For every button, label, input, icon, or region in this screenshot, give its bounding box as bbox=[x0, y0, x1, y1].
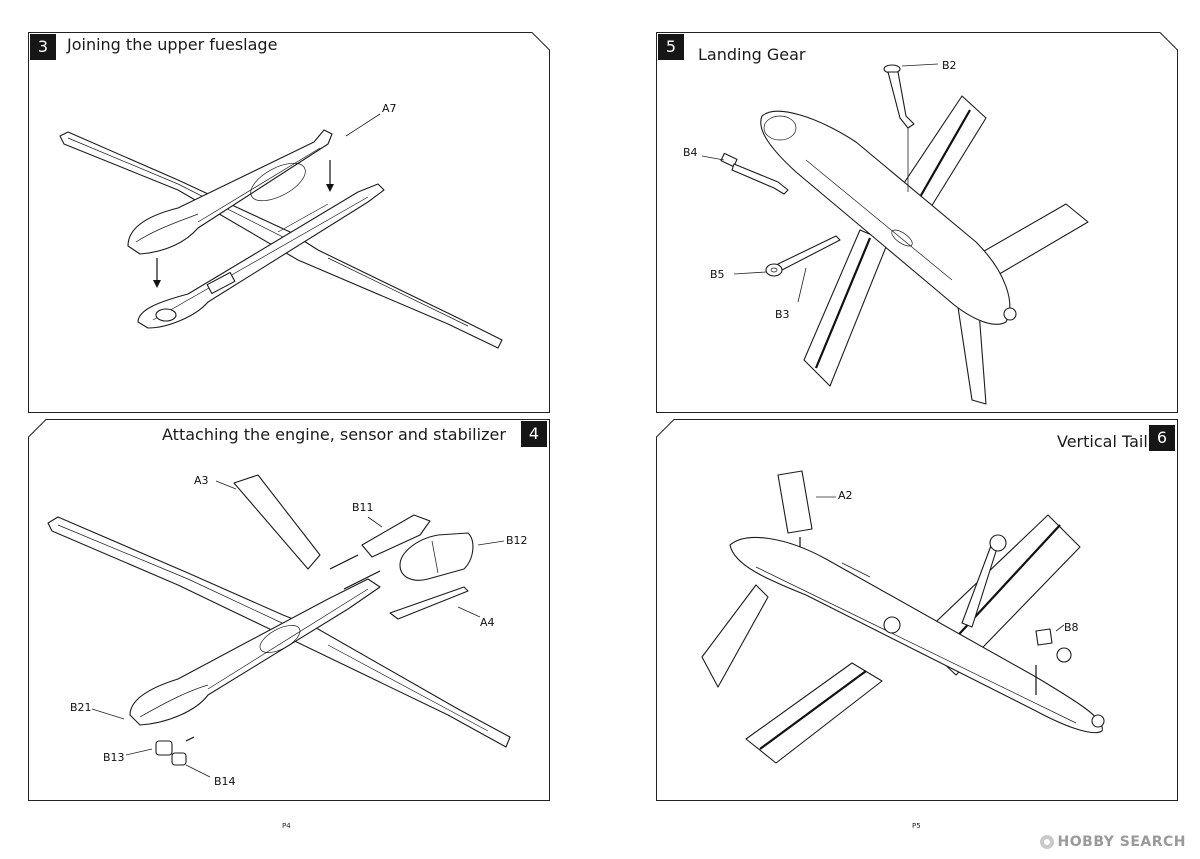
landing-gear-part-B3 bbox=[777, 235, 841, 271]
page-number-right: P5 bbox=[912, 822, 921, 830]
part-label-B5: B5 bbox=[710, 268, 725, 281]
aircraft-underside-assembly bbox=[701, 514, 1105, 764]
sensor-fin-part-A4 bbox=[389, 586, 469, 620]
assembly-arrows bbox=[153, 160, 334, 288]
step-4-title: Attaching the engine, sensor and stabili… bbox=[162, 425, 506, 444]
step-5-title: Landing Gear bbox=[698, 45, 806, 64]
step-6-title: Vertical Tail bbox=[1057, 432, 1148, 451]
step-5-number: 5 bbox=[658, 34, 684, 60]
step-3-drawing: A7 bbox=[59, 102, 503, 349]
step-5-drawing: B2 B4 B5 B3 bbox=[683, 59, 1089, 405]
part-label-B3: B3 bbox=[775, 308, 790, 321]
part-label-A2: A2 bbox=[838, 489, 853, 502]
step-4-drawing: A3 B11 B12 A4 B21 B13 B14 bbox=[47, 474, 528, 788]
part-label-B12: B12 bbox=[506, 534, 528, 547]
part-label-B4: B4 bbox=[683, 146, 698, 159]
step-5-panel: 5 Landing Gear bbox=[656, 32, 1178, 413]
aircraft-underside-view bbox=[760, 95, 1089, 405]
step-4-panel: 4 Attaching the engine, sensor and stabi… bbox=[28, 419, 550, 801]
step-4-number: 4 bbox=[521, 421, 547, 447]
landing-gear-part-B2 bbox=[883, 64, 915, 129]
step-6-drawing: A2 B8 bbox=[701, 470, 1105, 764]
part-label-A3: A3 bbox=[194, 474, 209, 487]
step-3-panel: 3 Joining the upper fueslage A7 bbox=[28, 32, 550, 413]
part-label-B13: B13 bbox=[103, 751, 125, 764]
airframe-assembly bbox=[47, 516, 511, 748]
lower-fuselage-wing-part bbox=[59, 131, 503, 349]
nose-gear-part-B8 bbox=[1035, 628, 1072, 663]
vertical-tail-part-A2 bbox=[777, 470, 813, 534]
hobby-search-watermark: HOBBY SEARCH bbox=[1039, 834, 1186, 850]
step-4-frame bbox=[28, 419, 550, 801]
leader-A7 bbox=[345, 113, 381, 137]
sensor-parts-B13-B14 bbox=[155, 740, 187, 766]
hobby-search-logo-icon bbox=[1039, 835, 1054, 849]
part-label-B21: B21 bbox=[70, 701, 92, 714]
step-3-number: 3 bbox=[30, 34, 56, 60]
engine-cover-part-B11 bbox=[361, 514, 431, 558]
part-label-B14: B14 bbox=[214, 775, 236, 788]
step-5-frame bbox=[656, 32, 1178, 413]
watermark-text: HOBBY SEARCH bbox=[1057, 834, 1186, 850]
step-6-panel: 6 Vertical Tail bbox=[656, 419, 1178, 801]
part-label-A7: A7 bbox=[382, 102, 397, 115]
step-3-title: Joining the upper fueslage bbox=[67, 35, 278, 54]
step-6-number: 6 bbox=[1149, 425, 1175, 451]
part-label-B8: B8 bbox=[1064, 621, 1079, 634]
upper-fuselage-part-A7 bbox=[127, 129, 333, 255]
landing-gear-wheel-B5 bbox=[765, 263, 783, 277]
page-number-left: P4 bbox=[282, 822, 291, 830]
part-label-B2: B2 bbox=[942, 59, 957, 72]
stabilizer-part-A3 bbox=[233, 474, 321, 570]
engine-part-B12 bbox=[399, 532, 474, 581]
step-6-frame bbox=[656, 419, 1178, 801]
step-3-frame bbox=[28, 32, 550, 413]
landing-gear-part-B4 bbox=[720, 152, 789, 195]
part-label-A4: A4 bbox=[480, 616, 495, 629]
part-label-B11: B11 bbox=[352, 501, 374, 514]
